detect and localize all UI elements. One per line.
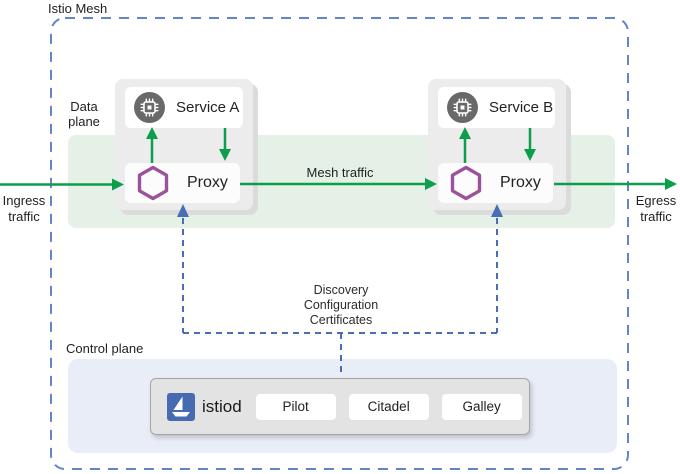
mesh-traffic-label: Mesh traffic (306, 165, 374, 180)
istiod-label: istiod (202, 396, 242, 416)
data-plane-label: Data plane (68, 99, 100, 129)
chip-icon (134, 92, 165, 123)
mesh-title: Istio Mesh (48, 1, 108, 16)
istiod-components: Pilot Citadel Galley (255, 393, 522, 420)
proxy-a-node: Proxy (125, 163, 240, 203)
proxy-b-label: Proxy (500, 174, 541, 191)
proxy-b-node: Proxy (438, 163, 553, 203)
chip-icon (447, 92, 478, 123)
service-b-label: Service B (489, 99, 554, 116)
component-galley: Galley (441, 393, 522, 420)
service-b-node: Service B (438, 87, 555, 128)
component-pilot: Pilot (255, 393, 336, 420)
control-plane-label: Control plane (66, 341, 144, 356)
service-a-label: Service A (176, 99, 240, 116)
envoy-hexagon-icon (449, 165, 483, 201)
envoy-hexagon-icon (136, 165, 170, 201)
istiod-node: istiod Pilot Citadel Galley (150, 378, 530, 435)
ingress-traffic-label: Ingress traffic (2, 193, 46, 224)
service-a-node: Service A (125, 87, 243, 128)
proxy-a-label: Proxy (187, 174, 228, 191)
istio-sailboat-icon (167, 392, 195, 421)
egress-traffic-label: Egress traffic (635, 193, 677, 224)
component-citadel: Citadel (348, 393, 429, 420)
control-connector-label: Discovery Configuration Certificates (303, 283, 379, 327)
